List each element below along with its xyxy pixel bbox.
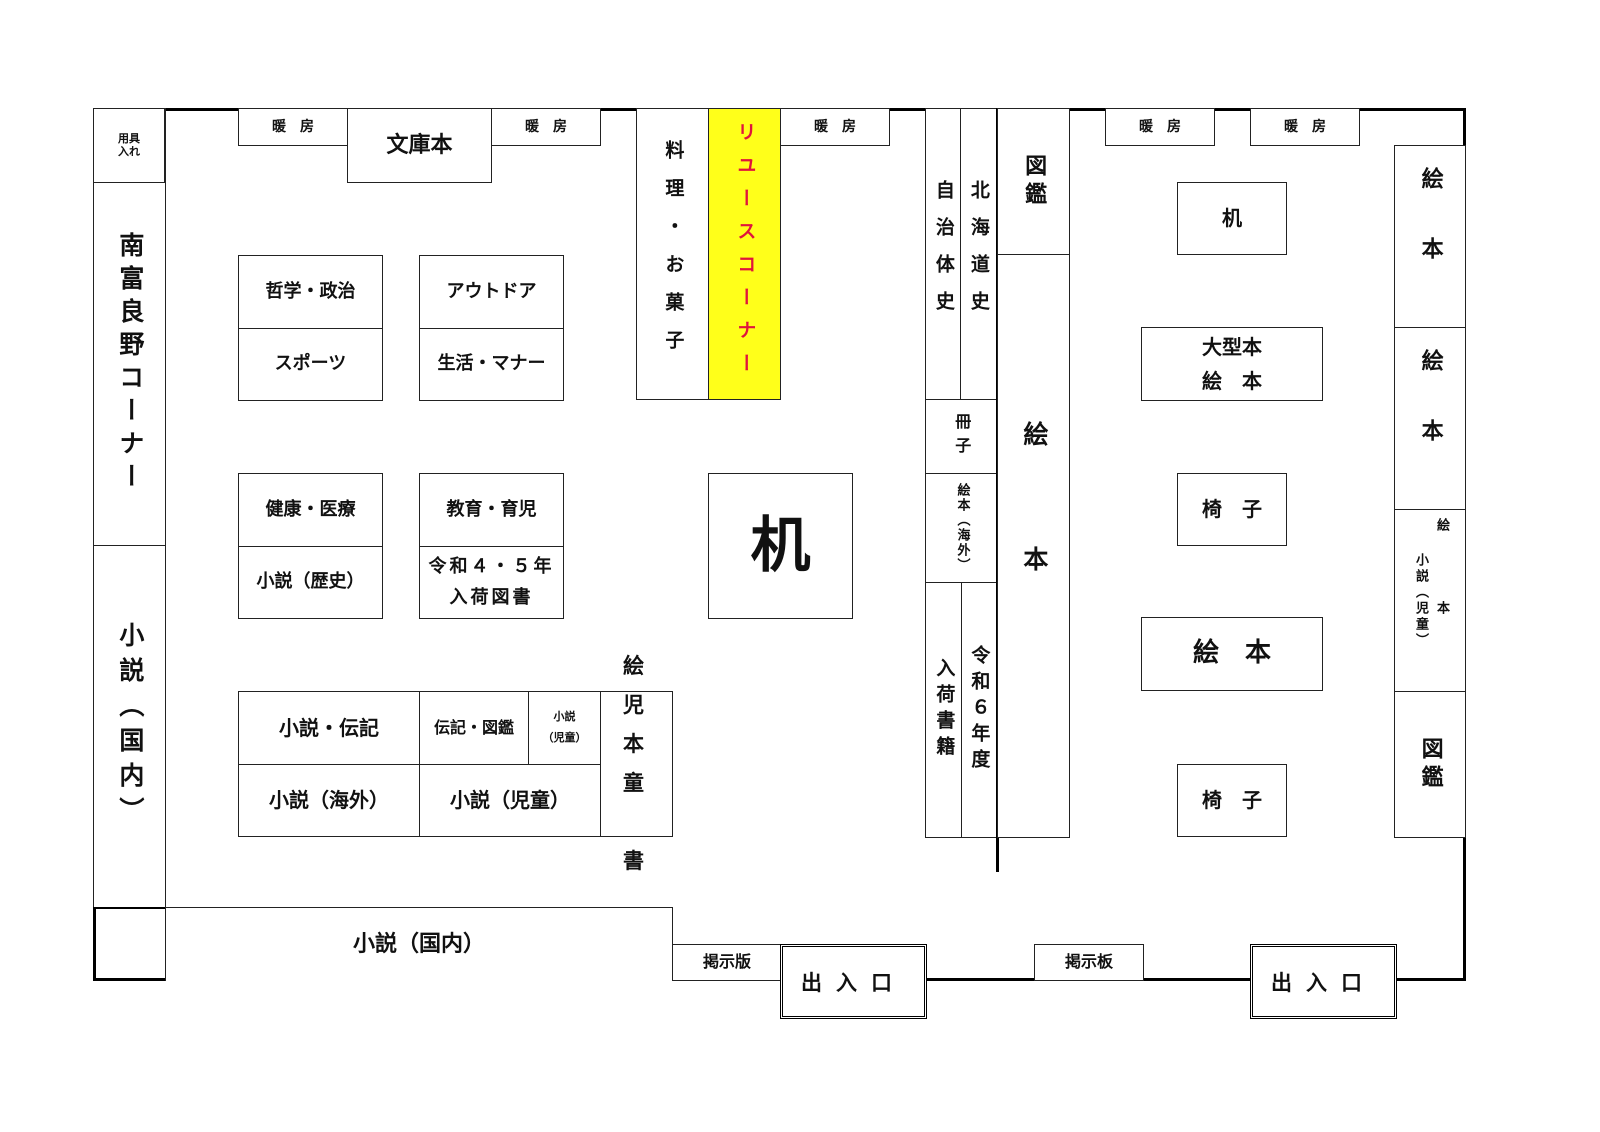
picture-books-wall-1: 絵本 (1394, 145, 1466, 328)
heater-2: 暖 房 (491, 108, 601, 146)
heater-5: 暖 房 (1250, 108, 1360, 146)
novel-biography: 小説・伝記 (238, 691, 420, 765)
life-manners: 生活・マナー (419, 328, 564, 401)
heater-1: 暖 房 (238, 108, 348, 146)
entrance-2[interactable]: 出入口 (1250, 944, 1397, 1019)
center-desk: 机 (708, 473, 853, 619)
heater-4: 暖 房 (1105, 108, 1215, 146)
health-medical: 健康・医療 (238, 473, 383, 547)
cooking-sweets-shelf: 料理・お菓子 (636, 108, 709, 400)
picture-books-overseas: 絵本（海外） (925, 473, 997, 583)
booklets: 冊子 (925, 399, 997, 474)
picture-books-wall-2: 絵本 (1394, 327, 1466, 510)
bulletin-board-2: 掲示板 (1034, 944, 1144, 981)
bunko-shelf: 文庫本 (347, 108, 492, 183)
sports: スポーツ (238, 328, 383, 401)
biography-encyclopedia: 伝記・図鑑 (419, 691, 529, 765)
reiwa-6-year: 令和６年度 (961, 582, 997, 838)
novel-domestic-vertical: 小説（国内） (93, 545, 166, 908)
municipality-history: 自治体史 (925, 108, 961, 400)
encyclopedia-wall: 図鑑 (1394, 691, 1466, 838)
hokkaido-history: 北海道史 (960, 108, 997, 400)
tools-storage: 用具 入れ (93, 108, 166, 183)
picture-children-books: 絵児 本童 書 (600, 654, 673, 873)
novel-children: 小説（児童） (419, 764, 601, 837)
outdoor: アウトドア (419, 255, 564, 329)
large-picture-books: 大型本 絵 本 (1141, 327, 1323, 401)
picture-books-wall-label: 絵本 (1433, 517, 1449, 684)
novel-children-wall-label: 小説（児童） (1413, 552, 1428, 649)
picture-books-center: 絵本 (997, 254, 1070, 838)
education-childcare: 教育・育児 (419, 473, 564, 547)
reuse-corner: リユースコーナー (708, 108, 781, 400)
novel-domestic-horizontal: 小説（国内） (165, 907, 673, 981)
reiwa-4-5-arrivals: 令和４・５年 入荷図書 (419, 546, 564, 619)
desk-right: 机 (1177, 182, 1287, 255)
arrival-books: 入荷書籍 (925, 582, 962, 838)
novel-history: 小説（歴史） (238, 546, 383, 619)
chair-2: 椅 子 (1177, 764, 1287, 837)
philosophy-politics: 哲学・政治 (238, 255, 383, 329)
encyclopedia-center: 図鑑 (997, 108, 1070, 255)
bulletin-board-1: 掲示版 (672, 944, 782, 981)
left-wall-h (93, 907, 166, 909)
chair-1: 椅 子 (1177, 473, 1287, 546)
picture-novel-children-wall: 小説（児童） 絵本 (1394, 509, 1466, 692)
novel-overseas: 小説（海外） (238, 764, 420, 837)
picture-books-right: 絵 本 (1141, 617, 1323, 691)
novel-children-small: 小説 （児童） (528, 691, 601, 765)
heater-3: 暖 房 (780, 108, 890, 146)
entrance-1[interactable]: 出入口 (780, 944, 927, 1019)
minami-furano-corner: 南富良野コーナー (93, 182, 166, 546)
